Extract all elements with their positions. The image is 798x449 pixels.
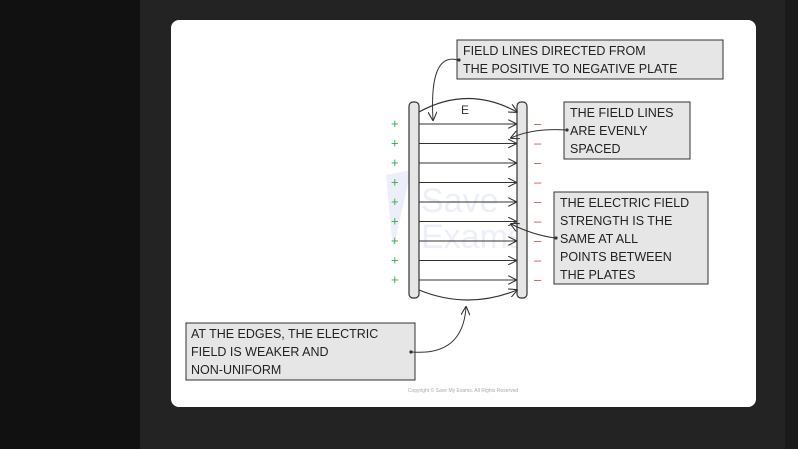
minus-sign: – — [534, 253, 542, 268]
diagram-card: Save Exams E + + + + + + + + + – – – – – – – – – FIELD L… — [171, 20, 756, 407]
callout-field-strength: THE ELECTRIC FIELD STRENGTH IS THE SAME … — [511, 191, 709, 285]
connector-dot — [554, 236, 558, 240]
plus-sign: + — [391, 175, 399, 190]
minus-sign: – — [534, 155, 542, 170]
callout-strength-line-2: STRENGTH IS THE — [560, 214, 672, 228]
callout-edges-line-3: NON-UNIFORM — [191, 363, 281, 377]
callout-spacing-pointer — [511, 129, 567, 138]
field-symbol-label: E — [461, 103, 469, 117]
plus-sign: + — [391, 272, 399, 287]
plus-sign: + — [391, 116, 399, 131]
callout-direction-pointer — [433, 58, 459, 120]
plus-sign: + — [391, 214, 399, 229]
connector-dot — [409, 350, 413, 354]
callout-direction-box — [456, 39, 724, 80]
callout-field-direction: FIELD LINES DIRECTED FROM THE POSITIVE T… — [433, 39, 724, 120]
positive-charges: + + + + + + + + + — [391, 116, 399, 287]
top-fringe-field-line — [418, 98, 517, 113]
callout-spacing-line-3: SPACED — [570, 142, 620, 156]
callout-strength-box — [553, 191, 709, 285]
callout-direction-line-1: FIELD LINES DIRECTED FROM — [463, 44, 646, 58]
field-lines — [419, 124, 516, 280]
minus-sign: – — [534, 214, 542, 229]
callout-direction-line-2: THE POSITIVE TO NEGATIVE PLATE — [463, 62, 677, 76]
callout-edges-box — [185, 322, 416, 381]
minus-sign: – — [534, 272, 542, 287]
plus-sign: + — [391, 194, 399, 209]
minus-sign: – — [534, 136, 542, 151]
positive-plate — [408, 101, 420, 299]
callout-strength-line-4: POINTS BETWEEN — [560, 250, 672, 264]
watermark-line-2: Exams — [421, 218, 525, 256]
minus-sign: – — [534, 194, 542, 209]
callout-strength-line-3: SAME AT ALL — [560, 232, 638, 246]
plus-sign: + — [391, 253, 399, 268]
plus-sign: + — [391, 155, 399, 170]
copyright-text: Copyright © Save My Exams. All Rights Re… — [408, 387, 519, 394]
minus-sign: – — [534, 175, 542, 190]
negative-charges: – – – – – – – – – — [534, 116, 542, 287]
plus-sign: + — [391, 136, 399, 151]
callout-strength-line-5: THE PLATES — [560, 268, 635, 282]
watermark-logo-icon — [386, 170, 411, 250]
callout-spacing-box — [563, 101, 691, 160]
callout-edge-effects: AT THE EDGES, THE ELECTRIC FIELD IS WEAK… — [185, 307, 466, 381]
connector-dot — [565, 128, 569, 132]
callout-spacing-line-1: THE FIELD LINES — [570, 106, 674, 120]
callout-edges-pointer — [411, 307, 466, 353]
right-dark-edge — [785, 0, 798, 449]
callout-strength-pointer — [511, 224, 556, 239]
watermark-line-1: Save — [421, 182, 499, 220]
plus-sign: + — [391, 233, 399, 248]
minus-sign: – — [534, 233, 542, 248]
callout-edges-line-1: AT THE EDGES, THE ELECTRIC — [191, 327, 378, 341]
callout-spacing-line-2: ARE EVENLY — [570, 124, 648, 138]
callout-even-spacing: THE FIELD LINES ARE EVENLY SPACED — [511, 101, 691, 160]
callout-edges-line-2: FIELD IS WEAKER AND — [191, 345, 329, 359]
minus-sign: – — [534, 116, 542, 131]
connector-dot — [457, 58, 461, 62]
left-dark-panel — [0, 0, 140, 449]
negative-plate — [516, 101, 528, 299]
callout-strength-line-1: THE ELECTRIC FIELD — [560, 196, 689, 210]
electric-field-diagram: Save Exams E + + + + + + + + + – – – – – – – – – FIELD L… — [185, 39, 724, 394]
watermark: Save Exams — [386, 170, 525, 256]
bottom-fringe-field-line — [418, 290, 517, 301]
